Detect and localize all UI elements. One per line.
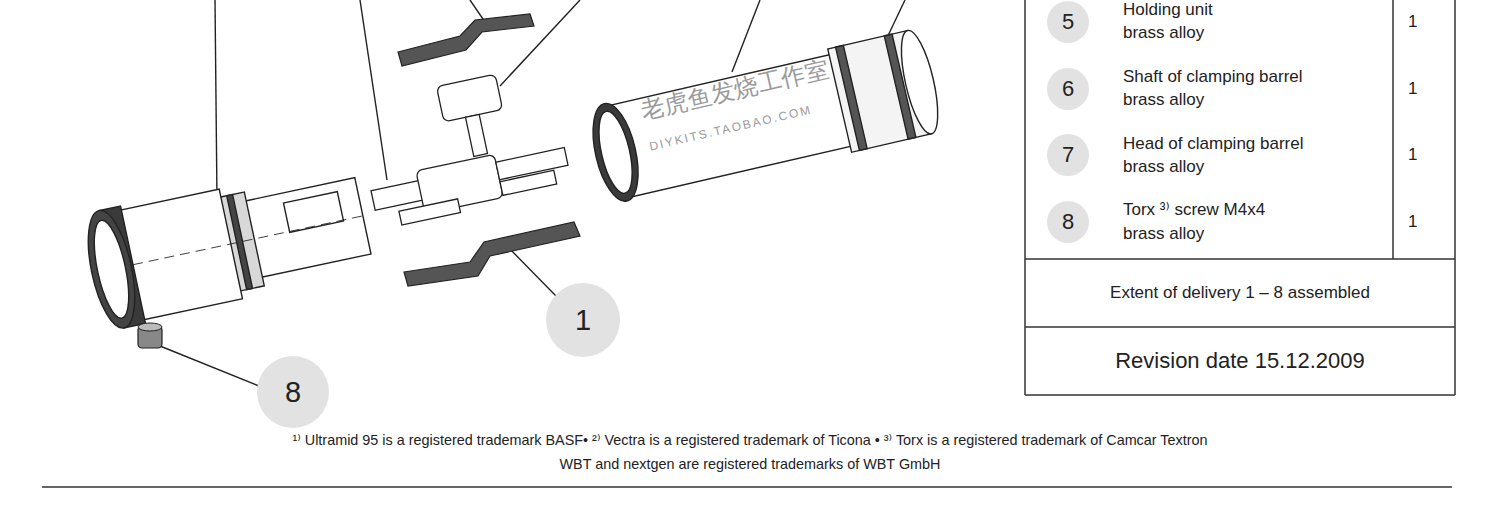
callout-number: 1 xyxy=(575,304,591,337)
part-name: Head of clamping barrel xyxy=(1123,134,1303,154)
part-name: Holding unit xyxy=(1123,0,1213,20)
callout-circle: 1 xyxy=(546,283,620,357)
quantity: 1 xyxy=(1408,12,1417,32)
callout-number: 8 xyxy=(285,376,301,409)
cell-text: Extent of delivery 1 – 8 assembled xyxy=(1110,283,1370,303)
callout-circle: 6 xyxy=(1047,68,1089,110)
quantity: 1 xyxy=(1408,212,1417,232)
table-cell: Extent of delivery 1 – 8 assembled xyxy=(1027,261,1453,325)
callout-circle: 8 xyxy=(257,356,329,428)
quantity: 1 xyxy=(1408,79,1417,99)
material: brass alloy xyxy=(1123,23,1204,43)
callout-circle: 5 xyxy=(1047,1,1089,43)
material: brass alloy xyxy=(1123,224,1204,244)
quantity: 1 xyxy=(1408,145,1417,165)
part-name: Torx ³⁾ screw M4x4 xyxy=(1123,200,1265,220)
callout-number: 6 xyxy=(1062,76,1074,102)
callout-number: 8 xyxy=(1062,209,1074,235)
material: brass alloy xyxy=(1123,157,1204,177)
material: brass alloy xyxy=(1123,90,1204,110)
cell-text: Revision date 15.12.2009 xyxy=(1115,348,1365,374)
callout-circle: 7 xyxy=(1047,134,1089,176)
callout-number: 7 xyxy=(1062,142,1074,168)
table-cell: Revision date 15.12.2009 xyxy=(1027,329,1453,393)
callout-number: 5 xyxy=(1062,9,1074,35)
part-name: Shaft of clamping barrel xyxy=(1123,67,1303,87)
footnote: WBT and nextgen are registered trademark… xyxy=(0,456,1500,473)
callout-circle: 8 xyxy=(1047,201,1089,243)
footnote: ¹⁾ Ultramid 95 is a registered trademark… xyxy=(0,432,1500,449)
